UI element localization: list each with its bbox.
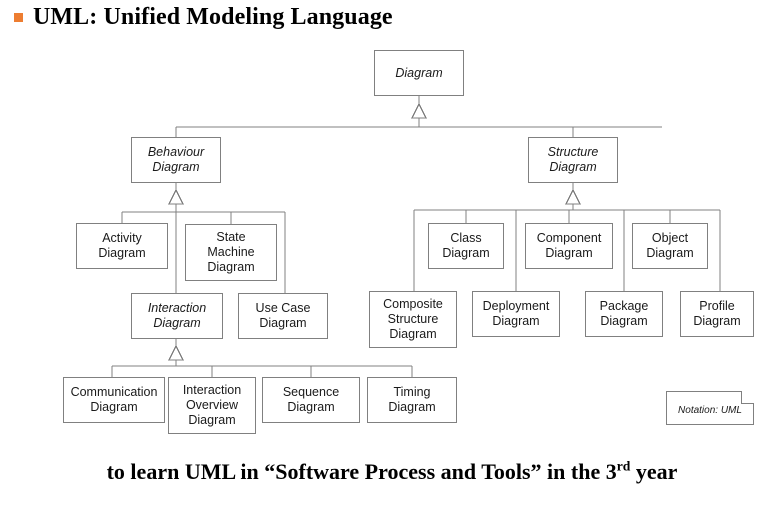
uml-node-structure-diagram[interactable]: Structure Diagram xyxy=(528,137,618,183)
uml-node-state-machine-diagram[interactable]: State Machine Diagram xyxy=(185,224,277,281)
note-body xyxy=(666,391,754,425)
uml-node-interaction-overview[interactable]: Interaction Overview Diagram xyxy=(168,377,256,434)
caption-ordinal-suffix: rd xyxy=(616,458,631,474)
slide-caption: to learn UML in “Software Process and To… xyxy=(0,458,784,486)
note-label: Notation: UML xyxy=(678,404,742,416)
uml-node-deployment-diagram[interactable]: Deployment Diagram xyxy=(472,291,560,337)
uml-node-timing-diagram[interactable]: Timing Diagram xyxy=(367,377,457,423)
uml-node-use-case-diagram[interactable]: Use Case Diagram xyxy=(238,293,328,339)
uml-node-sequence-diagram[interactable]: Sequence Diagram xyxy=(262,377,360,423)
uml-node-interaction-diagram[interactable]: Interaction Diagram xyxy=(131,293,223,339)
connector-lines xyxy=(111,96,721,377)
uml-node-communication-diagram[interactable]: Communication Diagram xyxy=(63,377,165,423)
page-title-text: UML: Unified Modeling Language xyxy=(33,4,393,30)
uml-node-component-diagram[interactable]: Component Diagram xyxy=(525,223,613,269)
bullet-square-icon xyxy=(14,13,23,22)
note-fold-corner-icon xyxy=(741,391,754,404)
uml-node-composite-structure[interactable]: Composite Structure Diagram xyxy=(369,291,457,348)
page-title: UML: Unified Modeling Language xyxy=(14,2,393,32)
caption-suffix: year xyxy=(630,459,678,484)
uml-node-class-diagram[interactable]: Class Diagram xyxy=(428,223,504,269)
uml-node-object-diagram[interactable]: Object Diagram xyxy=(632,223,708,269)
uml-node-activity-diagram[interactable]: Activity Diagram xyxy=(76,223,168,269)
note-notation-uml: Notation: UML xyxy=(666,391,754,425)
uml-node-package-diagram[interactable]: Package Diagram xyxy=(585,291,663,337)
uml-node-behaviour-diagram[interactable]: Behaviour Diagram xyxy=(131,137,221,183)
uml-node-profile-diagram[interactable]: Profile Diagram xyxy=(680,291,754,337)
caption-prefix: to learn UML in “Software Process and To… xyxy=(106,459,617,484)
uml-node-diagram[interactable]: Diagram xyxy=(374,50,464,96)
